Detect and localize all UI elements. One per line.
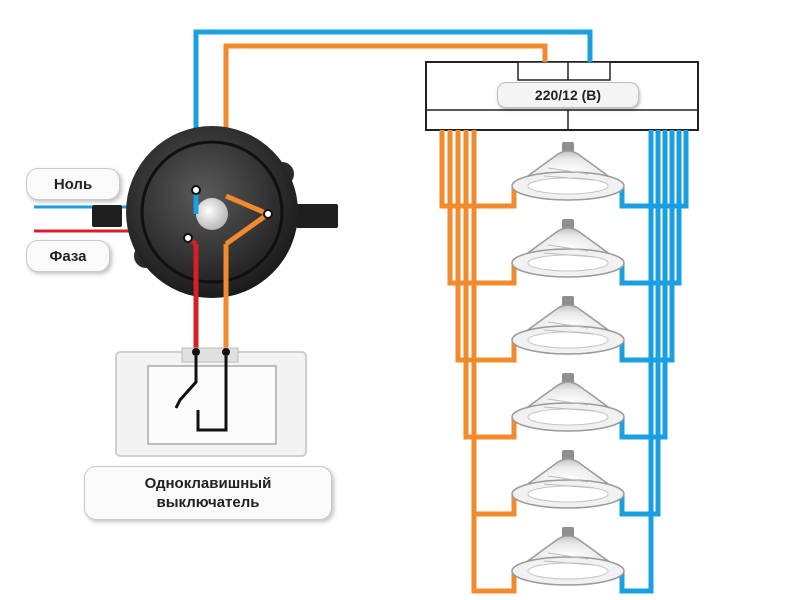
lamp-wire-orange — [471, 130, 517, 594]
lamp-wire-orange — [439, 130, 517, 209]
lamp-wire-orange — [447, 130, 517, 286]
lamp-wires — [439, 130, 689, 594]
halogen-lamp — [511, 142, 625, 201]
transformer — [425, 61, 699, 131]
lamp-wire-orange — [463, 130, 517, 440]
transformer-input-terminal — [517, 61, 611, 81]
switch-label-line1: Одноклавишный — [144, 475, 272, 492]
neutral-label: Ноль — [26, 168, 120, 200]
single-key-switch — [115, 347, 307, 457]
lamp-wire-blue — [619, 130, 675, 363]
halogen-lamp — [511, 527, 625, 586]
switch-label-line2: выключатель — [156, 494, 260, 511]
transformer-label: 220/12 (В) — [497, 82, 639, 108]
halogen-lamp — [511, 219, 625, 278]
neutral-wire-to-transformer — [193, 29, 593, 190]
halogen-lamp — [511, 450, 625, 509]
junction-box — [92, 126, 338, 298]
lamp-wire-orange — [471, 130, 517, 517]
switched-wire-to-transformer — [223, 43, 548, 196]
lamp-wire-blue — [619, 130, 661, 517]
neutral-label-text: Ноль — [53, 175, 93, 193]
lamp-group — [511, 142, 625, 586]
lamp-wire-blue — [619, 130, 654, 594]
halogen-lamp — [511, 373, 625, 432]
switch-label: Одноклавишный выключатель — [84, 466, 332, 520]
phase-label-text: Фаза — [49, 247, 87, 265]
supply-wires — [193, 29, 593, 196]
lamp-wire-orange — [455, 130, 517, 363]
halogen-lamp — [511, 296, 625, 355]
switch-wires — [193, 244, 229, 354]
phase-label: Фаза — [26, 240, 110, 272]
lamp-wire-blue — [619, 130, 689, 209]
transformer-label-text: 220/12 (В) — [534, 87, 602, 103]
lamp-wire-blue — [619, 130, 668, 440]
